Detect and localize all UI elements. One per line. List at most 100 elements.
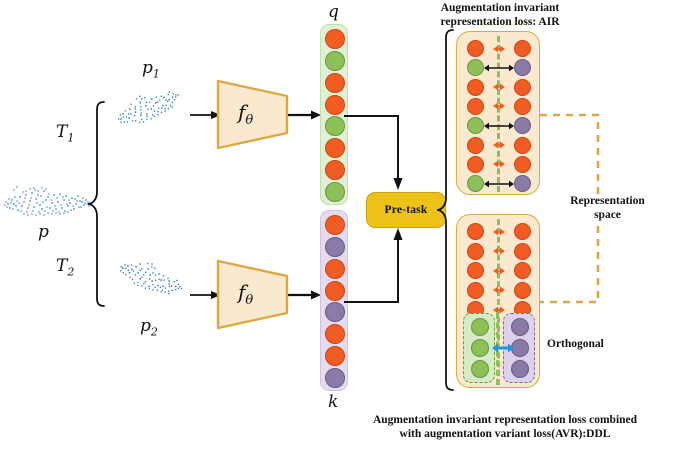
encoder-bottom[interactable] — [216, 259, 289, 330]
vector-k-dot-7 — [325, 368, 345, 388]
vector-k-label: k — [328, 392, 339, 412]
arrow-encoder-top-to-q — [288, 108, 322, 127]
wire-q-to-pretask — [344, 112, 406, 199]
panel-air-row2-left-dot — [467, 78, 484, 96]
point-cloud-svg — [4, 186, 91, 216]
arrow-p1-to-encoder — [190, 108, 222, 127]
panel-air-row7-arrow — [484, 177, 514, 196]
cloud-label-p1: p1 — [142, 58, 160, 81]
orthogonal-double-arrow — [492, 340, 514, 361]
panel-air-row5-arrow — [484, 138, 514, 157]
panel-air-row7-right-dot — [514, 175, 531, 193]
vector-k-dot-1 — [325, 236, 345, 257]
panel-ddl-row2-right-dot — [514, 262, 531, 279]
panel-air-row0-left-dot — [467, 40, 484, 57]
panel-ddl-row0-arrow — [484, 225, 514, 244]
panel-ddl-row2-arrow — [484, 264, 514, 283]
bottom-caption-line-1: Augmentation invariant representation lo… — [372, 414, 638, 426]
bottom-caption-line-2: with augmentation variant loss(AVR):DDL — [399, 427, 611, 440]
cloud-label-p2: p2 — [140, 316, 158, 339]
augmented-point-cloud-p2 — [112, 252, 187, 310]
panel-ddl-purple-dot-0 — [511, 318, 529, 336]
panel-ddl-green-dot-1 — [471, 339, 489, 357]
top-caption-line-2: representation loss: AIR — [440, 15, 560, 28]
top-caption: Augmentation invariant representation lo… — [400, 2, 600, 29]
top-caption-line-1: Augmentation invariant — [440, 2, 560, 14]
vector-q-dot-7 — [325, 182, 345, 202]
vector-q-dot-1 — [325, 50, 345, 71]
panel-air-row2-right-dot — [514, 78, 531, 96]
panel-air-row3-left-dot — [467, 97, 484, 115]
source-cloud-label: p — [38, 222, 49, 242]
panel-ddl-green-dot-2 — [471, 360, 489, 378]
panel-air-row4-left-dot — [467, 117, 484, 135]
vector-k-dot-0 — [325, 215, 345, 235]
panel-ddl-row4-arrow — [484, 303, 514, 322]
panel-ddl-center-dashed-line — [497, 219, 500, 385]
panel-air-row1-left-dot — [467, 59, 484, 77]
input-split-brace — [86, 100, 108, 308]
panel-ddl-row3-right-dot — [514, 281, 531, 299]
point-cloud-p2-svg — [120, 262, 183, 295]
panel-ddl-green-group[interactable] — [463, 313, 495, 383]
vector-q-dot-6 — [325, 160, 345, 181]
augmented-point-cloud-p1 — [112, 82, 187, 140]
panel-air-row2-arrow — [484, 80, 514, 99]
vector-q-dot-3 — [325, 94, 345, 115]
transform-label-t2: T2 — [56, 256, 75, 279]
vector-q-label: q — [328, 2, 339, 22]
representation-space-line-1: Representation — [570, 195, 645, 207]
panel-air-row3-right-dot — [514, 97, 531, 115]
vector-q-dot-0 — [325, 29, 345, 49]
panel-ddl-row1-right-dot — [514, 242, 531, 260]
panel-ddl-row1-left-dot — [467, 242, 484, 260]
transform-label-t1: T1 — [56, 122, 75, 145]
representation-space-connector — [540, 112, 670, 312]
representation-brace — [436, 28, 456, 392]
arrow-p2-to-encoder — [190, 288, 222, 307]
panel-ddl-row0-right-dot — [514, 223, 531, 240]
panel-ddl-row2-left-dot — [467, 262, 484, 279]
vector-q-dot-2 — [325, 72, 345, 93]
panel-ddl-row3-arrow — [484, 283, 514, 302]
vector-k-dot-2 — [325, 258, 345, 279]
encoder-bottom-label: fθ — [238, 280, 254, 308]
source-point-cloud — [0, 178, 95, 226]
representation-space-label: Representation space — [545, 195, 670, 223]
panel-air-row3-arrow — [484, 99, 514, 118]
bottom-caption: Augmentation invariant representation lo… — [325, 414, 685, 441]
panel-ddl-row3-left-dot — [467, 281, 484, 299]
panel-ddl-green-dot-0 — [471, 318, 489, 336]
panel-air-row6-left-dot — [467, 155, 484, 173]
panel-air-row4-arrow — [484, 119, 514, 138]
panel-ddl-row1-arrow — [484, 244, 514, 263]
panel-air-row6-right-dot — [514, 155, 531, 173]
wire-k-to-pretask — [344, 226, 406, 311]
vector-q-dot-5 — [325, 138, 345, 159]
vector-k-dot-3 — [325, 280, 345, 301]
point-cloud-p1-svg — [117, 91, 179, 124]
panel-air-row0-right-dot — [514, 40, 531, 57]
panel-ddl-purple-group[interactable] — [503, 313, 535, 383]
vector-k[interactable] — [320, 210, 348, 391]
panel-air-row5-right-dot — [514, 136, 531, 154]
pretask-label: Pre-task — [384, 204, 428, 216]
vector-k-dot-6 — [325, 346, 345, 367]
arrow-encoder-bottom-to-k — [288, 288, 322, 307]
panel-air-row6-arrow — [484, 157, 514, 176]
representation-space-line-2: space — [594, 208, 621, 221]
panel-air-row5-left-dot — [467, 136, 484, 154]
panel-ddl-purple-dot-2 — [511, 360, 529, 378]
pretask-box[interactable]: Pre-task — [366, 192, 446, 228]
encoder-top[interactable] — [216, 79, 289, 150]
vector-q[interactable] — [320, 24, 348, 205]
panel-air-row7-left-dot — [467, 175, 484, 193]
panel-air-row1-arrow — [484, 61, 514, 80]
vector-q-dot-4 — [325, 116, 345, 137]
orthogonal-label: Orthogonal — [547, 338, 604, 350]
panel-air-row1-right-dot — [514, 59, 531, 77]
panel-air[interactable] — [456, 31, 540, 195]
panel-air-row4-right-dot — [514, 117, 531, 135]
panel-air-center-dashed-line — [497, 36, 500, 192]
vector-k-dot-4 — [325, 302, 345, 323]
